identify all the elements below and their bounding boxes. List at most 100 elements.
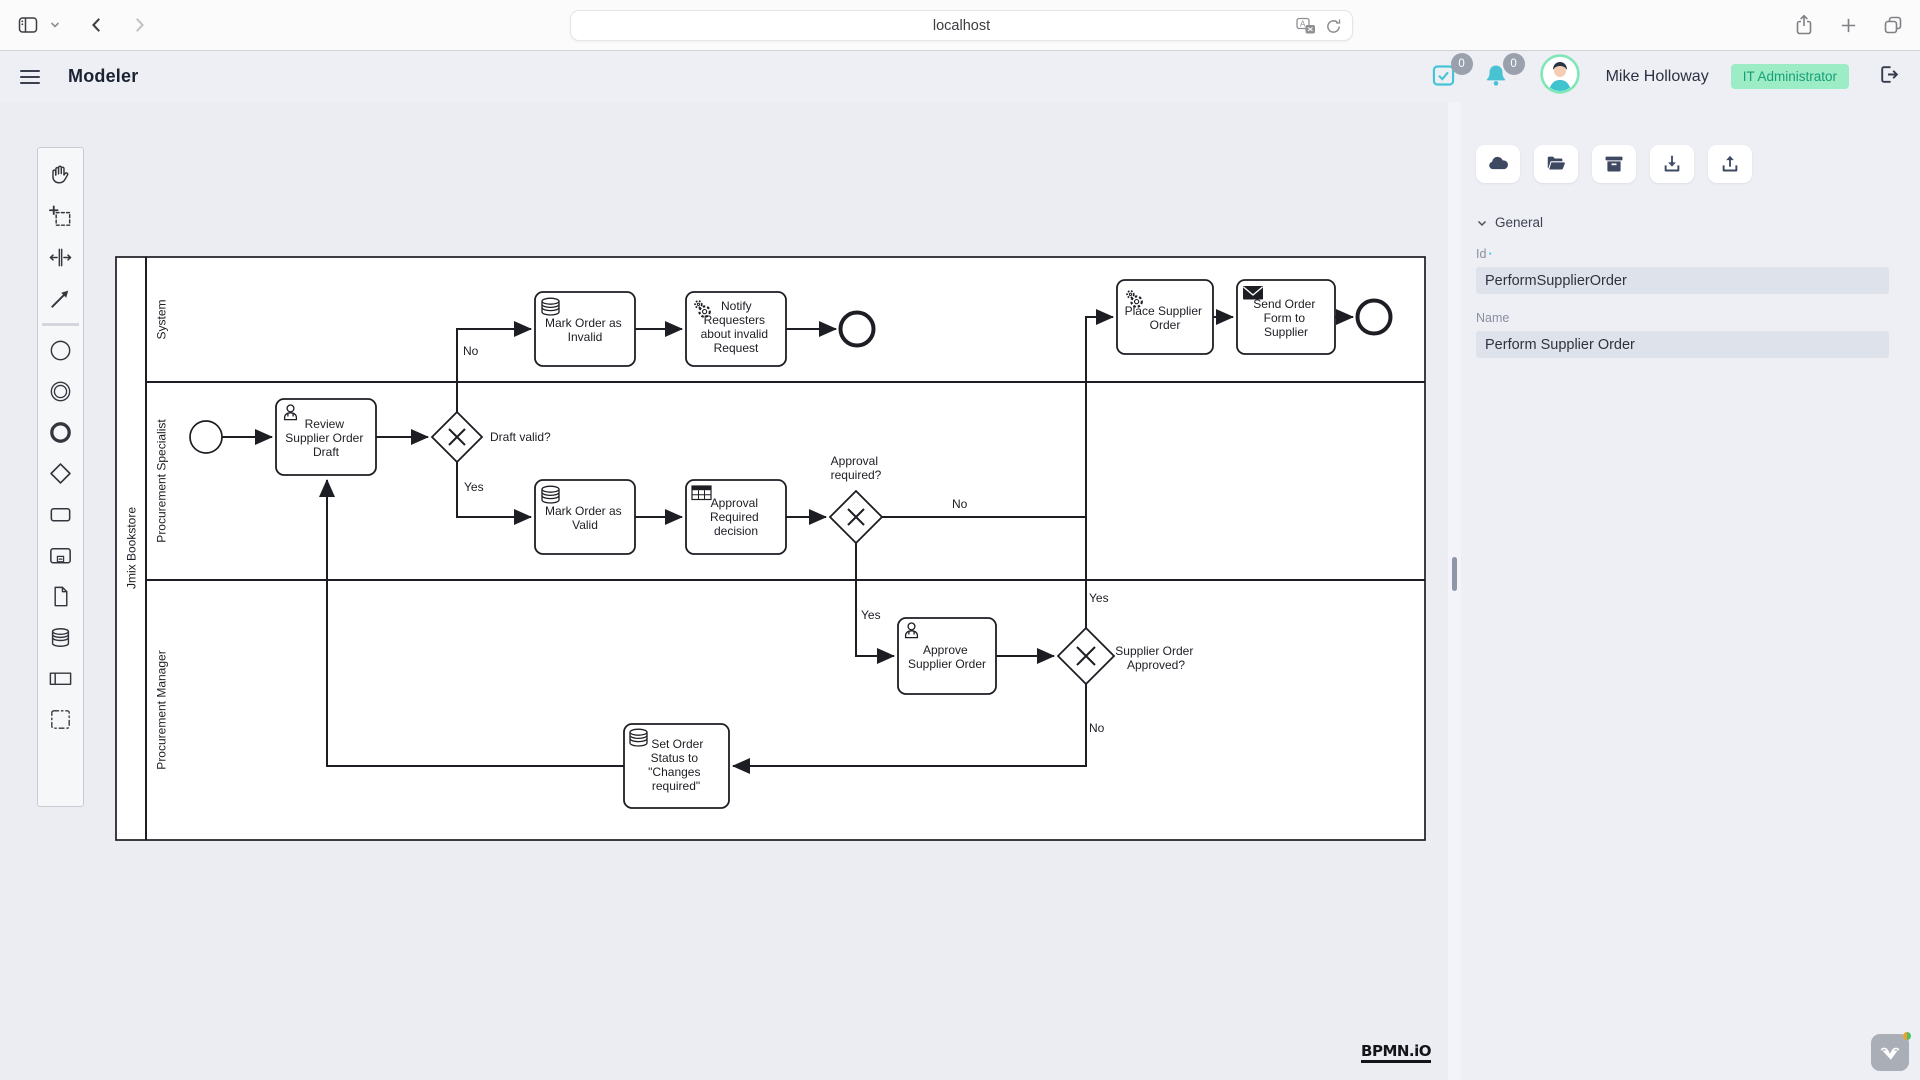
chevron-down-icon	[1477, 220, 1487, 226]
reload-icon[interactable]	[1325, 18, 1342, 39]
label-no: No	[463, 344, 479, 358]
bell-icon	[1486, 65, 1505, 86]
translate-icon[interactable]: A	[1296, 17, 1316, 39]
upload-icon	[1722, 155, 1738, 172]
sidebar-toggle-icon[interactable]	[16, 13, 40, 37]
id-field-label: Id·	[1476, 247, 1493, 261]
tasks-count-badge: 0	[1450, 52, 1473, 75]
bpmn-io-logo[interactable]: BPMN.iO	[1361, 1043, 1432, 1063]
hand-tool[interactable]	[40, 155, 81, 196]
task-place-supplier-order[interactable]: Place Supplier Order	[1116, 279, 1214, 355]
task-approval-required-decision[interactable]: Approval Required decision	[685, 479, 787, 555]
role-badge: IT Administrator	[1730, 64, 1849, 89]
sidebar-chevron-icon[interactable]	[50, 21, 60, 29]
gateway-supplier-order-approved[interactable]	[1056, 626, 1116, 686]
label-supplier-order-approved: Supplier Order Approved?	[1115, 644, 1196, 672]
name-input[interactable]	[1476, 331, 1889, 358]
page-title: Modeler	[68, 66, 139, 86]
panel-toolbar	[1476, 145, 1889, 183]
create-end-event[interactable]	[40, 412, 81, 453]
create-intermediate-event[interactable]	[40, 371, 81, 412]
svg-text:Place Supplier Order: Place Supplier Order	[1125, 304, 1206, 332]
start-event[interactable]	[189, 420, 223, 454]
task-mark-order-as-valid[interactable]: Mark Order as Valid	[534, 479, 636, 555]
create-data-store[interactable]	[40, 617, 81, 658]
floating-widget-button[interactable]	[1871, 1032, 1911, 1071]
label-yes: Yes	[861, 608, 881, 622]
create-data-object[interactable]	[40, 576, 81, 617]
widget-status-dot	[1903, 1032, 1911, 1040]
task-set-order-status[interactable]: Set Order Status to "Changes required"	[623, 723, 730, 809]
check-square-icon	[1432, 64, 1454, 86]
logout-button[interactable]	[1877, 63, 1900, 91]
share-icon[interactable]	[1793, 13, 1815, 37]
browser-toolbar: localhost A	[0, 0, 1920, 51]
back-button[interactable]	[88, 16, 106, 34]
svg-text:Review Supplier Orde: Review Supplier Order Draft	[285, 417, 366, 459]
lane-label-system: System	[155, 299, 169, 339]
space-tool[interactable]	[40, 237, 81, 278]
name-field-label: Name	[1476, 311, 1510, 325]
svg-text:Mark Order as Valid: Mark Order as Valid	[545, 504, 625, 532]
download-button[interactable]	[1650, 145, 1694, 183]
create-gateway[interactable]	[40, 453, 81, 494]
forward-button[interactable]	[130, 16, 148, 34]
create-group[interactable]	[40, 699, 81, 740]
diagram-canvas[interactable]: Jmix Bookstore System Procurement Specia…	[0, 102, 1449, 1080]
general-section-header[interactable]: General	[1476, 215, 1889, 230]
address-bar[interactable]: localhost A	[570, 10, 1353, 41]
label-yes: Yes	[464, 480, 484, 494]
svg-text:Set Order Status to: Set Order Status to "Changes required"	[648, 737, 707, 793]
download-icon	[1664, 155, 1680, 172]
user-name: Mike Holloway	[1605, 67, 1709, 85]
task-notify-requesters[interactable]: Notify Requesters about invalid Request	[685, 291, 787, 367]
folder-open-icon	[1547, 156, 1565, 170]
label-no: No	[1089, 721, 1105, 735]
end-event-ordered[interactable]	[1355, 298, 1393, 336]
svg-text:A: A	[1300, 20, 1306, 29]
archive-icon	[1605, 156, 1623, 172]
label-approval-required: Approval required?	[831, 454, 882, 482]
splitter-handle[interactable]	[1452, 557, 1458, 591]
bpmn-diagram[interactable]: Jmix Bookstore System Procurement Specia…	[0, 102, 1448, 1080]
sequence-flows[interactable]	[222, 309, 1354, 774]
upload-button[interactable]	[1708, 145, 1752, 183]
create-participant[interactable]	[40, 658, 81, 699]
gateway-approval-required[interactable]	[828, 489, 884, 545]
create-start-event[interactable]	[40, 330, 81, 371]
task-send-order-form[interactable]: Send Order Form to Supplier	[1236, 279, 1336, 355]
create-subprocess[interactable]	[40, 535, 81, 576]
svg-text:Approval Required: Approval Required decision	[710, 496, 762, 538]
label-yes: Yes	[1089, 591, 1109, 605]
widget-glyph-icon	[1880, 1047, 1900, 1060]
end-event-invalid[interactable]	[838, 310, 876, 348]
avatar[interactable]	[1539, 54, 1580, 99]
gateway-draft-valid[interactable]	[430, 410, 484, 464]
url-text: localhost	[932, 17, 991, 34]
id-input[interactable]	[1476, 267, 1889, 294]
task-approve-supplier-order[interactable]: Approve Supplier Order	[897, 617, 997, 695]
cloud-icon	[1489, 156, 1508, 170]
pool-label: Jmix Bookstore	[125, 507, 139, 589]
svg-text:Mark Order as Invali: Mark Order as Invalid	[545, 316, 625, 344]
lane-label-procurement-specialist: Procurement Specialist	[155, 419, 169, 543]
menu-icon[interactable]	[20, 69, 40, 84]
lane-label-procurement-manager: Procurement Manager	[155, 650, 169, 769]
tab-overview-icon[interactable]	[1882, 14, 1904, 36]
panel-resize-splitter[interactable]	[1448, 102, 1461, 1080]
lasso-tool[interactable]	[40, 196, 81, 237]
properties-panel: General Id· Name	[1461, 102, 1920, 1080]
tasks-button[interactable]: 0	[1430, 52, 1473, 92]
task-mark-order-as-invalid[interactable]: Mark Order as Invalid	[534, 291, 636, 367]
global-connect-tool[interactable]	[40, 278, 81, 319]
archive-button[interactable]	[1592, 145, 1636, 183]
create-task[interactable]	[40, 494, 81, 535]
cloud-save-button[interactable]	[1476, 145, 1520, 183]
task-review-supplier-order-draft[interactable]: Review Supplier Order Draft	[275, 398, 377, 476]
label-draft-valid: Draft valid?	[490, 430, 551, 444]
flow-labels: Draft valid? No Yes Approval required? N…	[463, 344, 1196, 735]
app-header: Modeler 0 0	[0, 51, 1920, 102]
open-button[interactable]	[1534, 145, 1578, 183]
new-tab-icon[interactable]	[1838, 15, 1859, 36]
notifications-button[interactable]: 0	[1482, 52, 1525, 92]
